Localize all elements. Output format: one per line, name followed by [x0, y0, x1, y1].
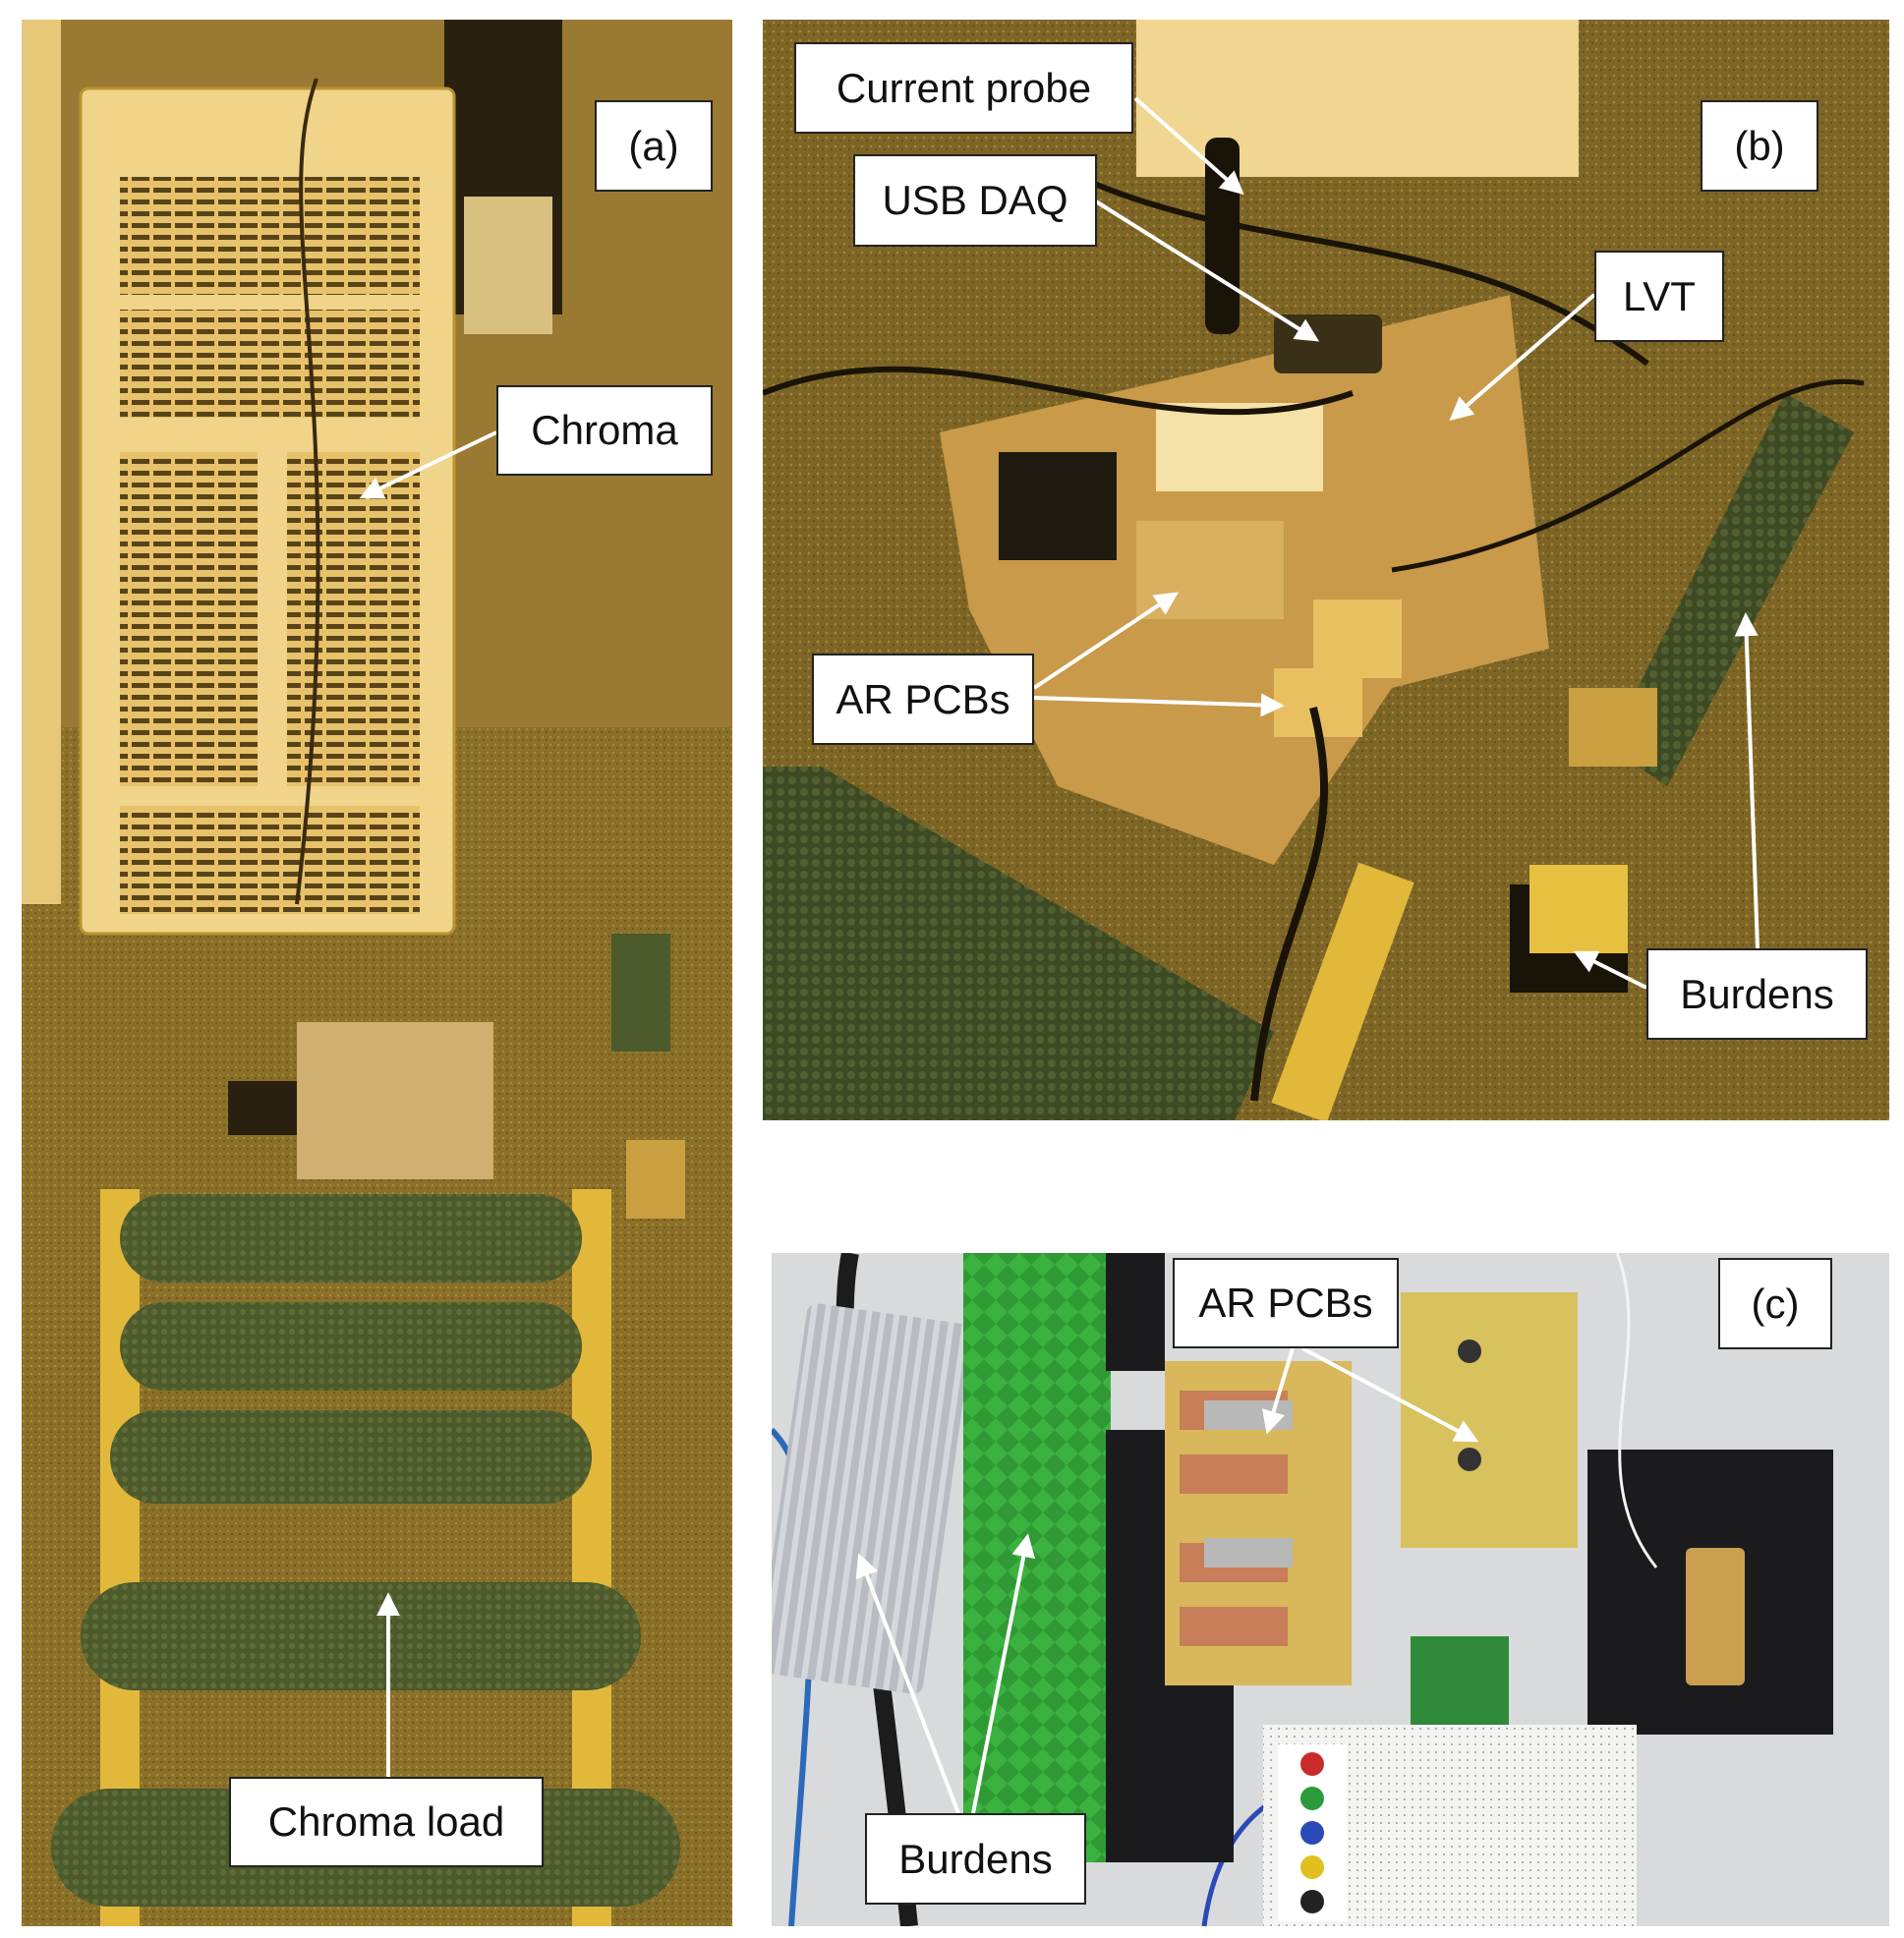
burdens-label-b: Burdens [1646, 948, 1868, 1040]
panel-b-scene [763, 20, 1889, 1120]
panel-c-tag: (c) [1718, 1258, 1832, 1349]
chroma-load-label: Chroma load [229, 1777, 544, 1867]
panel-a-scene [22, 20, 732, 1926]
lvt-label: LVT [1594, 251, 1724, 342]
usb-daq-label: USB DAQ [853, 154, 1097, 247]
ar-pcbs-label-b: AR PCBs [812, 654, 1034, 745]
burdens-label-c: Burdens [865, 1813, 1086, 1905]
panel-b-tag: (b) [1701, 100, 1818, 192]
panel-a-tag: (a) [595, 100, 713, 192]
panel-b-photo [763, 20, 1889, 1120]
chroma-label: Chroma [496, 385, 713, 476]
ar-pcbs-label-c: AR PCBs [1173, 1258, 1399, 1348]
current-probe-label: Current probe [794, 42, 1133, 134]
panel-a-photo [22, 20, 732, 1926]
